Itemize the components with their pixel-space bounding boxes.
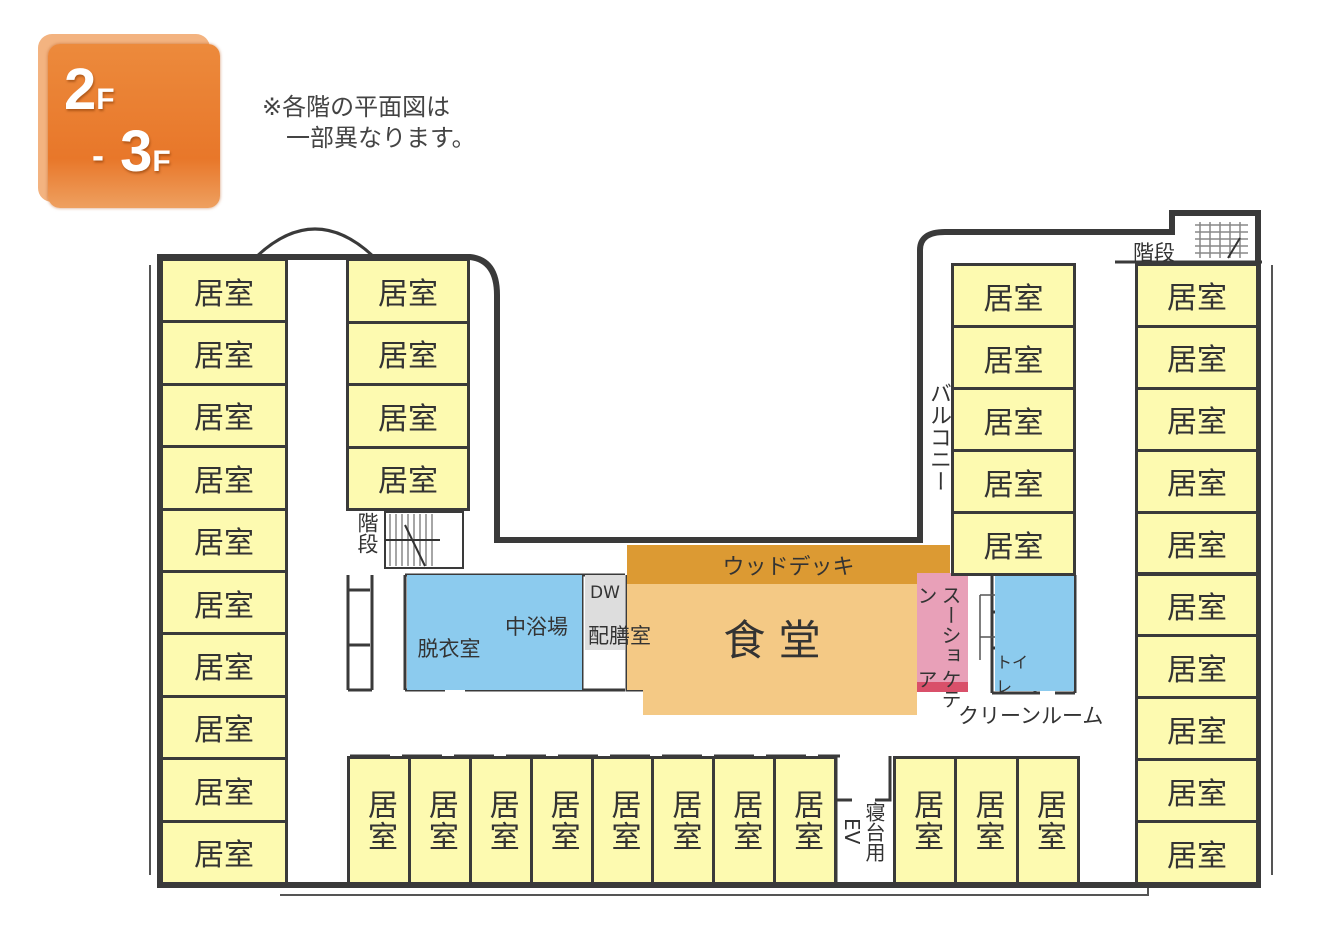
bath-room: 中浴場 [491, 575, 582, 690]
ev-label: EV [840, 818, 864, 845]
room-left-column: 居室 [160, 382, 288, 449]
floor-badge [48, 44, 220, 208]
floor-to-unit: F [152, 145, 171, 178]
room-right-inner: 居室 [951, 511, 1076, 576]
pantry-label: 配膳室 [588, 624, 651, 648]
room-right-inner: 居室 [951, 449, 1076, 514]
floor-from-number: 2 [64, 57, 97, 122]
stairs-label-right: 階段 [1133, 241, 1175, 265]
room-bottom-left: 居室 [651, 756, 716, 885]
wood-deck: ウッドデッキ [627, 545, 950, 584]
room-second-column: 居室 [346, 445, 470, 511]
room-right-outer: 居室 [1135, 634, 1259, 700]
floor-sep: - [92, 134, 104, 176]
room-bottom-left: 居室 [590, 756, 655, 885]
room-bottom-left: 居室 [407, 756, 472, 885]
room-left-column: 居室 [160, 757, 288, 823]
room-right-outer: 居室 [1135, 696, 1259, 762]
room-bottom-left: 居室 [529, 756, 594, 885]
room-left-column: 居室 [160, 632, 288, 698]
staff-station-label: スーションケテア [912, 585, 964, 720]
floor-from-unit: F [96, 83, 115, 116]
room-left-column: 居室 [160, 445, 288, 511]
room-right-outer: 居室 [1135, 448, 1259, 514]
room-left-column: 居室 [160, 694, 288, 761]
room-right-outer: 居室 [1135, 820, 1259, 885]
room-right-outer: 居室 [1135, 572, 1259, 638]
stairs-label-left: 階段 [352, 512, 382, 554]
room-bottom-right: 居室 [954, 756, 1019, 885]
clean-room-label: クリーンルーム [958, 704, 1104, 728]
balcony-label: バルコニー [926, 382, 951, 492]
room-right-outer: 居室 [1135, 324, 1259, 390]
room-second-column: 居室 [346, 383, 470, 449]
room-left-column: 居室 [160, 819, 288, 885]
room-second-column: 居室 [346, 258, 470, 324]
dining-room-extension [643, 690, 917, 715]
dw-area: DW [585, 575, 625, 650]
staff-station-label-part1: スーション [914, 585, 962, 665]
room-bottom-left: 居室 [347, 756, 411, 885]
room-right-inner: 居室 [951, 325, 1076, 390]
room-right-outer: 居室 [1135, 386, 1259, 452]
floor-badge-from: 2F [64, 56, 115, 123]
floor-to-number: 3 [120, 119, 153, 184]
room-second-column: 居室 [346, 320, 470, 386]
room-bottom-left: 居室 [773, 756, 837, 885]
room-left-column: 居室 [160, 570, 288, 636]
room-bottom-left: 居室 [712, 756, 777, 885]
staff-station [917, 573, 968, 690]
floor-badge-to: - 3F [92, 118, 171, 185]
room-right-inner: 居室 [951, 387, 1076, 452]
room-bottom-right: 居室 [893, 756, 958, 885]
room-right-outer: 居室 [1135, 758, 1259, 824]
clean-room [995, 575, 1074, 691]
room-bottom-left: 居室 [468, 756, 533, 885]
room-left-column: 居室 [160, 258, 288, 324]
room-left-column: 居室 [160, 320, 288, 386]
dining-room: 食 堂 [627, 584, 917, 690]
bed-ev-label: 寝台用 [862, 802, 886, 862]
toilet-label: トイレ [996, 653, 1029, 696]
room-right-outer: 居室 [1135, 510, 1259, 576]
dressing-room: 脱衣室 [407, 575, 491, 690]
room-left-column: 居室 [160, 507, 288, 573]
floor-note: ※各階の平面図は 一部異なります。 [262, 93, 476, 152]
staff-station-label-part2: ケテア [914, 669, 962, 710]
room-right-inner: 居室 [951, 263, 1076, 328]
staff-station-counter [917, 682, 968, 692]
room-right-outer: 居室 [1135, 263, 1259, 328]
room-bottom-right: 居室 [1015, 756, 1080, 885]
